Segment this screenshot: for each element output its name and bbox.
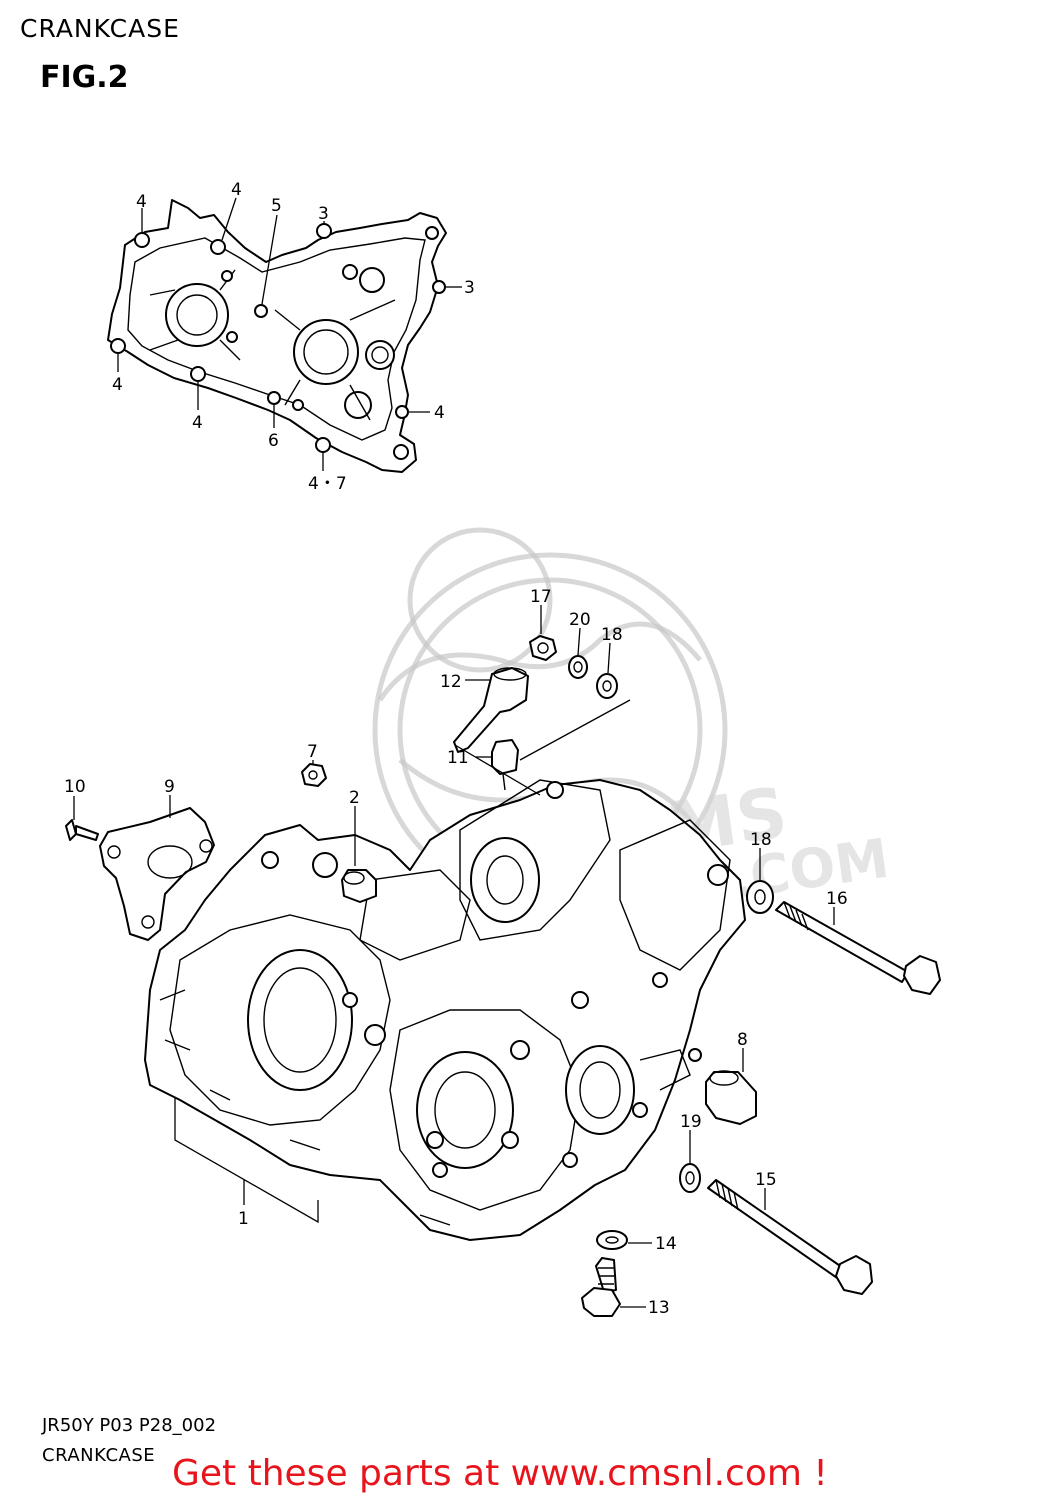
callout-17: 17 [530, 587, 552, 607]
gasket-callouts: 4 4 5 3 3 4 4 6 4 4・7 [112, 180, 475, 494]
figure-number: FIG.2 [40, 60, 129, 95]
callout-8: 8 [737, 1030, 748, 1050]
callout-2: 2 [349, 788, 360, 808]
callout-18: 18 [750, 830, 772, 850]
crankcase-body [144, 779, 746, 1241]
parts-link[interactable]: Get these parts at www.cmsnl.com ! [172, 1453, 828, 1494]
callout-4: 4 [434, 403, 445, 423]
callout-20: 20 [569, 610, 591, 630]
callout-13: 13 [648, 1298, 670, 1318]
gasket-outline [107, 199, 447, 473]
callout-3: 3 [318, 204, 329, 224]
callout-5: 5 [271, 196, 282, 216]
callout-4: 4 [231, 180, 242, 200]
callout-3: 3 [464, 278, 475, 298]
page-title: CRANKCASE [20, 14, 180, 43]
callout-4: 4 [136, 192, 147, 212]
callout-9: 9 [164, 777, 175, 797]
callout-11: 11 [447, 748, 469, 768]
callout-16: 16 [826, 889, 848, 909]
callout-7: 7 [307, 742, 318, 762]
diagram-code: JR50Y P03 P28_002 [42, 1415, 217, 1436]
callout-18: 18 [601, 625, 623, 645]
callout-6: 6 [268, 431, 279, 451]
callout-1: 1 [238, 1209, 249, 1229]
callout-10: 10 [64, 777, 86, 797]
callout-4: 4 [112, 375, 123, 395]
callout-4-7: 4・7 [308, 474, 347, 494]
callout-19: 19 [680, 1112, 702, 1132]
callout-14: 14 [655, 1234, 677, 1254]
crankcase-callouts: 17 20 18 12 11 7 2 10 9 18 16 8 19 15 14… [64, 587, 848, 1318]
callout-4: 4 [192, 413, 203, 433]
callout-15: 15 [755, 1170, 777, 1190]
diagram-name: CRANKCASE [42, 1445, 156, 1466]
crankcase-parts [65, 635, 941, 1317]
callout-12: 12 [440, 672, 462, 692]
